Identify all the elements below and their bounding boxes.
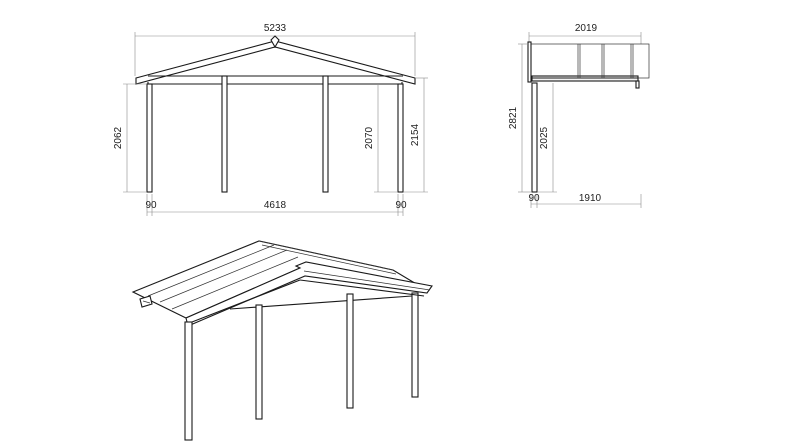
dim-side-post-height-label: 2025 — [539, 126, 550, 149]
dim-overall-height-label: 2154 — [410, 123, 421, 146]
front-post-4 — [397, 83, 404, 193]
persp-post-front-mid — [255, 304, 263, 420]
dim-overall-height: 2154 — [404, 77, 428, 193]
dim-post-height-left: 2062 — [113, 83, 147, 193]
dim-side-overall-height: 2821 — [508, 43, 531, 193]
front-posts — [146, 75, 404, 193]
dim-overall-width-label: 5233 — [264, 23, 287, 34]
dim-post-height-left-label: 2062 — [113, 126, 124, 149]
side-roof — [527, 41, 650, 89]
dim-post-right-width-label: 90 — [395, 200, 407, 211]
perspective-view — [131, 240, 433, 441]
side-elevation: 2019 2821 2025 — [508, 23, 650, 208]
dim-inner-span-label: 4618 — [264, 200, 287, 211]
front-elevation: 5233 2062 2070 — [113, 23, 428, 216]
persp-post-rear-right — [411, 292, 419, 398]
dim-side-overall-height-label: 2821 — [508, 106, 519, 129]
dim-bottom-front: 90 4618 90 — [145, 194, 407, 216]
front-post-2 — [221, 75, 228, 193]
persp-post-rear-mid — [346, 293, 354, 409]
front-post-1 — [146, 83, 153, 193]
dim-post-height-right: 2070 — [364, 84, 398, 193]
front-post-3 — [322, 75, 329, 193]
dim-side-post-width-label: 90 — [528, 193, 540, 204]
dim-bottom-side: 90 1910 — [528, 193, 642, 208]
dim-depth-top: 2019 — [528, 23, 642, 44]
front-roof — [135, 35, 416, 88]
dim-depth-bottom-label: 1910 — [579, 193, 602, 204]
dim-post-left-width-label: 90 — [145, 200, 157, 211]
dim-side-post-height: 2025 — [538, 83, 557, 193]
persp-post-front-left — [184, 321, 193, 441]
persp-roof-gable — [185, 261, 433, 327]
side-post — [531, 82, 538, 193]
dim-depth-top-label: 2019 — [575, 23, 598, 34]
dim-post-height-right-label: 2070 — [364, 126, 375, 149]
